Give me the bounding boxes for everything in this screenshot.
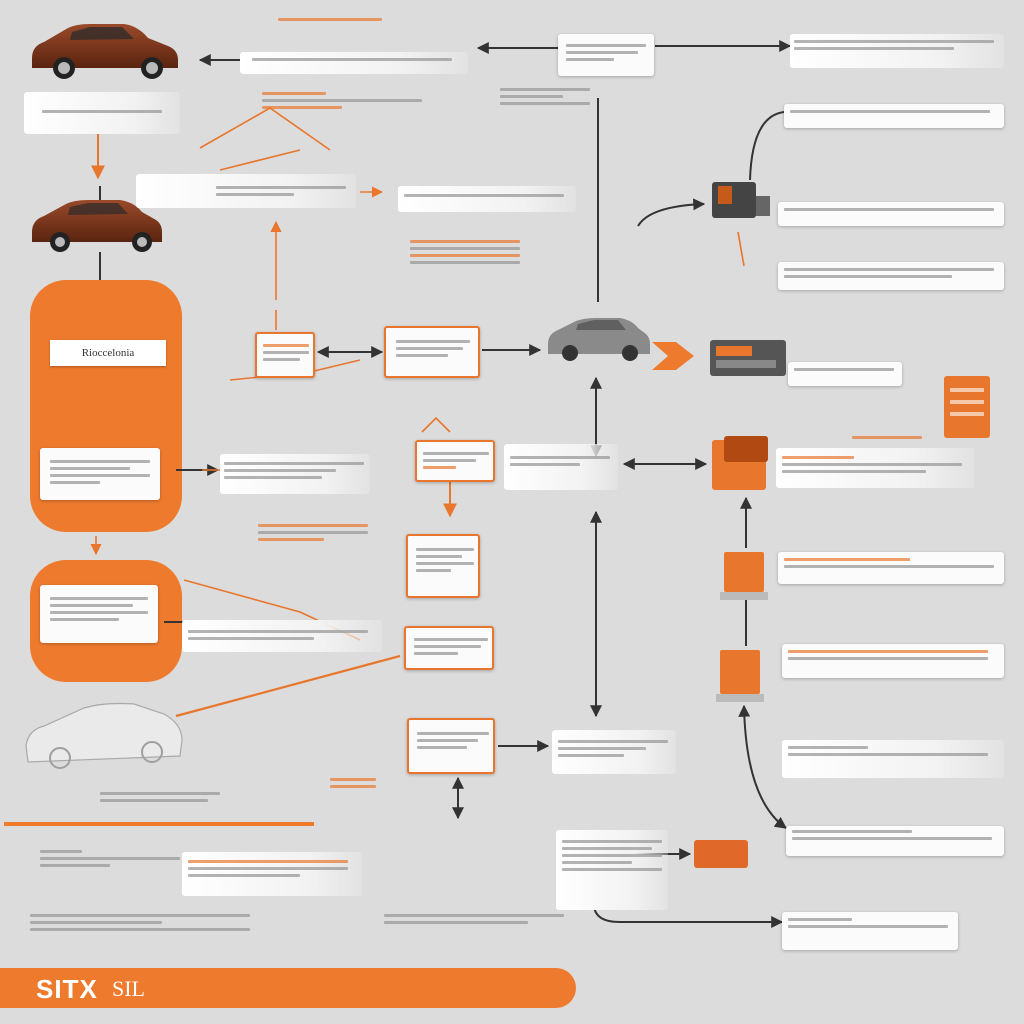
left-label-1: [24, 92, 180, 134]
module-device-4: [720, 552, 768, 600]
right-box-2: [784, 104, 1004, 128]
right-box-6: [776, 448, 974, 488]
scattered-text-mid-3: [500, 84, 590, 109]
process-box-3: [406, 534, 480, 598]
car-sketch-icon: [25, 702, 183, 769]
process-box-1: [384, 326, 480, 378]
top-label-1: [240, 52, 468, 74]
scattered-text-bottom-2: [330, 774, 376, 792]
desc-box-left-1: [220, 454, 370, 494]
right-box-11: [782, 912, 958, 950]
process-box-4: [404, 626, 494, 670]
right-box-9: [782, 740, 1004, 778]
right-box-3: [778, 202, 1004, 226]
scattered-text-right-orange: [852, 432, 922, 443]
desc-box-left-2: [182, 620, 382, 652]
orange-chevron-arrow: [652, 342, 694, 370]
scattered-text-top: [278, 14, 382, 25]
right-box-1: [790, 34, 1004, 68]
desc-box-center-2: [552, 730, 676, 774]
process-box-5: [407, 718, 495, 774]
scattered-text-mid-2: [410, 236, 520, 268]
module-device-5: [716, 650, 764, 702]
car-icon-center: [548, 318, 650, 361]
car-icon-middle: [32, 200, 162, 252]
scattered-text-bottom-4: [384, 910, 564, 928]
container-text-box-1: [40, 448, 160, 500]
footer-bar: [0, 968, 576, 1008]
divider-line: [4, 822, 314, 826]
footer-logo: SITX: [36, 974, 98, 1004]
desc-box-center-4: [556, 830, 668, 910]
footer-logo-suffix: SIL: [112, 976, 145, 1001]
scattered-text-bottom-1: [100, 788, 220, 806]
scattered-text-left-4: [258, 520, 368, 545]
scattered-text-mid-1: [262, 88, 422, 113]
right-box-5: [788, 362, 902, 386]
desc-box-center-3: [398, 186, 576, 212]
desc-box-center-1: [504, 444, 618, 490]
obd-scanner-device-2: [710, 340, 786, 376]
car-icon-top: [32, 24, 178, 79]
scattered-text-bottom-3: [30, 910, 250, 935]
left-label-2: [136, 174, 356, 208]
obd-scanner-device-1: [712, 182, 770, 218]
desc-box-bottom-left: [182, 852, 362, 896]
process-box-2: [415, 440, 495, 482]
process-box-small: [255, 332, 315, 378]
container-text-box-2: [40, 585, 158, 643]
connector-device-3: [712, 436, 768, 490]
container-title-strip: Rioccelonia: [50, 340, 166, 366]
stack-device-7: [944, 376, 990, 438]
adapter-device-6: [694, 840, 748, 868]
right-box-8: [782, 644, 1004, 678]
right-box-7: [778, 552, 1004, 584]
right-box-10: [786, 826, 1004, 856]
scattered-text-mid-4: [40, 846, 180, 871]
top-center-box: [558, 34, 654, 76]
right-box-4: [778, 262, 1004, 290]
container-title: Rioccelonia: [81, 347, 135, 359]
